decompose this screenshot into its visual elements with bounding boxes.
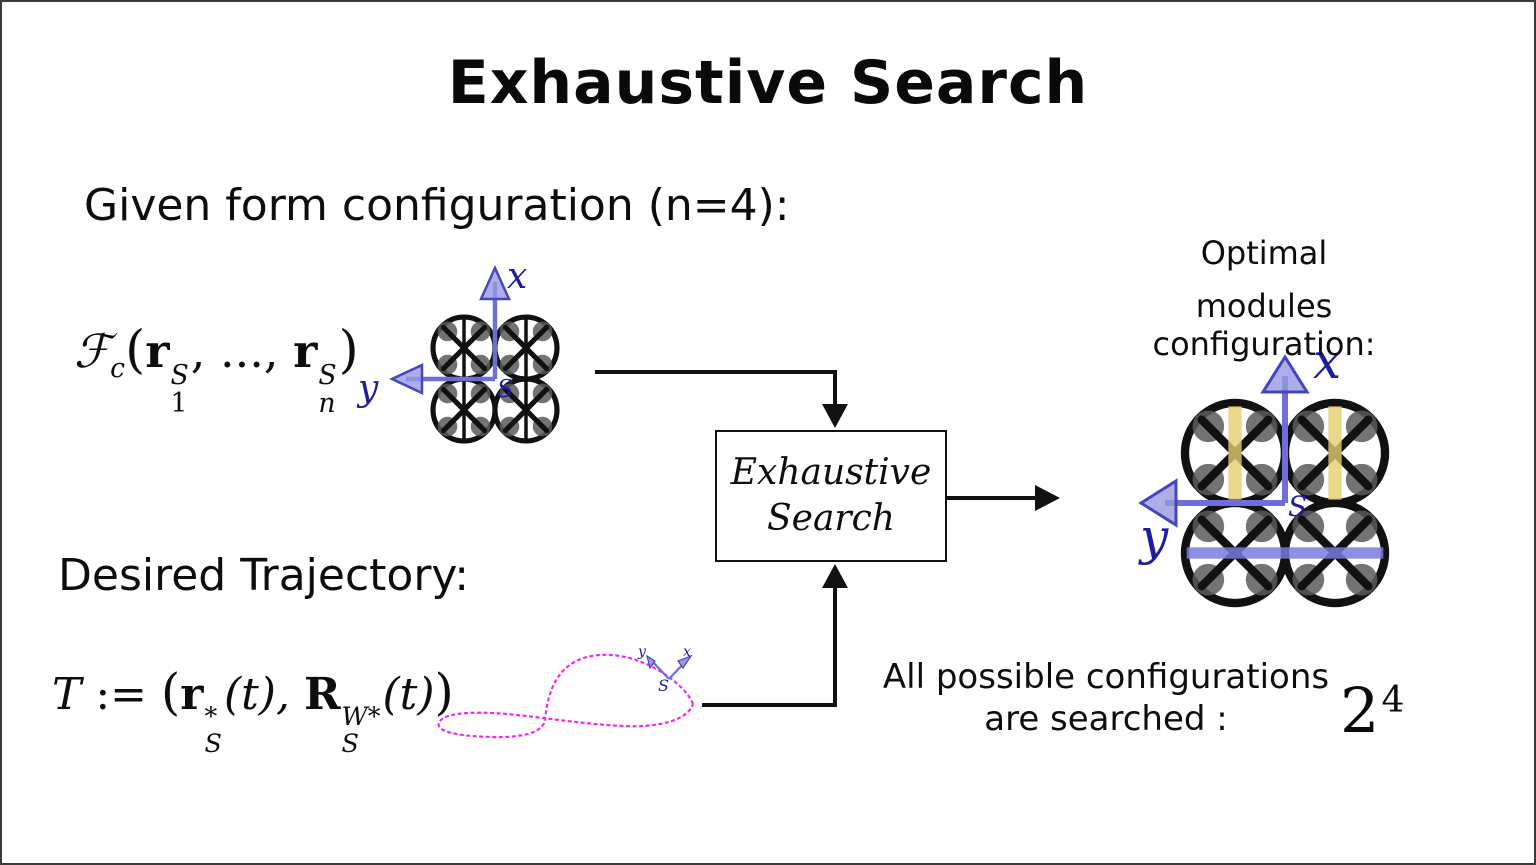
y-axis-arrowhead	[646, 654, 656, 670]
searched-label-line1: All possible configurations	[882, 657, 1330, 697]
arrow-box-to-optimal	[947, 485, 1060, 511]
module-orientation-bar-blue	[1186, 547, 1384, 559]
optimal-quadrotor-axes: x y S	[1138, 332, 1341, 566]
y-axis-arrowhead	[389, 363, 424, 395]
script-F: ℱ	[74, 324, 111, 378]
frame-label: S	[497, 375, 513, 403]
x-axis-arrowhead	[677, 654, 693, 670]
y-axis-label: y	[356, 368, 379, 409]
exhaustive-search-box: Exhaustive Search	[715, 430, 947, 562]
y-axis-label: y	[1138, 508, 1169, 566]
optimal-label-line2: modules configuration:	[1152, 287, 1376, 363]
trajectory-curve	[437, 653, 695, 739]
x-axis-label: x	[507, 256, 527, 297]
module-orientation-bar-yellow	[1228, 406, 1242, 500]
desired-trajectory-label: Desired Trajectory:	[58, 550, 470, 601]
frame-label: S	[658, 676, 669, 695]
box-line1: Exhaustive	[730, 451, 932, 493]
x-axis-arrowhead	[479, 264, 511, 301]
count-exponent: 4	[1381, 680, 1405, 721]
x-axis-arrowhead	[1260, 354, 1310, 394]
optimal-quadrotor	[1185, 403, 1385, 603]
x-axis-label: x	[1313, 332, 1341, 390]
y-axis-arrowhead	[1138, 478, 1178, 528]
configuration-count: 24	[1340, 674, 1404, 747]
given-quadrotor	[433, 317, 557, 441]
module-orientation-bar-yellow	[1328, 406, 1342, 500]
trajectory-frame: x y S	[637, 644, 693, 695]
arrow-trajectory-to-box	[702, 564, 848, 707]
box-line2: Search	[767, 498, 895, 539]
x-axis-label: x	[683, 644, 691, 660]
given-configuration-label: Given form configuration (n=4):	[84, 180, 790, 231]
given-quadrotor-axes: x y S	[356, 256, 527, 409]
arrow-form-to-box	[595, 370, 848, 428]
frame-label: S	[1288, 490, 1307, 523]
count-base: 2	[1340, 674, 1380, 747]
y-axis-label: y	[637, 644, 647, 660]
slide-title: Exhaustive Search	[447, 48, 1089, 118]
script-T: T	[52, 669, 82, 720]
optimal-label-line1: Optimal	[1200, 234, 1328, 272]
searched-label-line2: are searched :	[984, 699, 1228, 739]
